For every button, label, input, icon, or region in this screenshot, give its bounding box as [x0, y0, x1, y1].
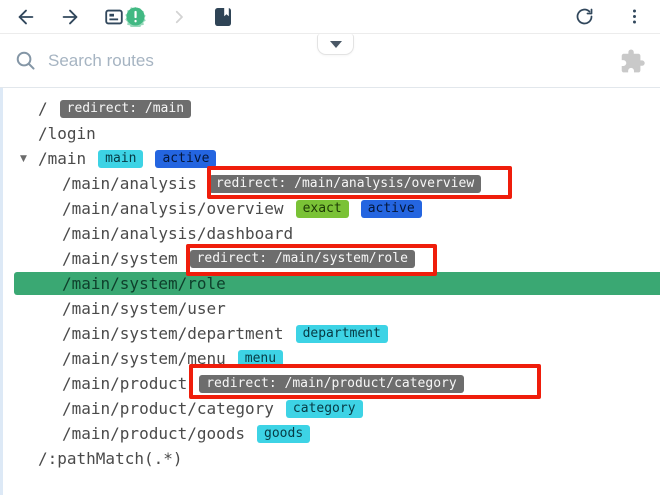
route-badge-cyan: main [98, 149, 144, 168]
route-row[interactable]: /main/system/menu menu [0, 346, 660, 371]
route-tree: / redirect: /main/login ▼ /main main active/m… [0, 88, 660, 471]
route-row[interactable]: /main/system redirect: /main/system/role [0, 246, 660, 271]
route-row[interactable]: /:pathMatch(.*) [0, 446, 660, 471]
route-path: /main/analysis/dashboard [62, 224, 294, 243]
search-input[interactable] [48, 50, 610, 71]
route-badge-redirect: redirect: /main/product/category [199, 374, 464, 393]
dropdown-caret-icon [329, 40, 342, 48]
route-path: /login [38, 124, 96, 143]
route-row[interactable]: /main/analysis redirect: /main/analysis/o… [0, 171, 660, 196]
back-icon[interactable] [14, 5, 38, 29]
toolbar-right-group [572, 5, 646, 29]
route-badge-cyan: goods [257, 424, 311, 443]
route-row[interactable]: / redirect: /main [0, 96, 660, 121]
route-badge-blue: active [155, 149, 217, 168]
route-badge-redirect: redirect: /main/system/role [189, 249, 415, 268]
route-badge-cyan: category [285, 399, 363, 418]
refresh-icon[interactable] [572, 5, 596, 29]
route-row[interactable]: ▼ /main main active [0, 146, 660, 171]
puzzle-icon[interactable] [618, 47, 646, 75]
toolbar [0, 0, 660, 34]
route-row[interactable]: /main/system/department department [0, 321, 660, 346]
route-path: /main/system/department [62, 324, 284, 343]
route-badge-cyan: menu [237, 349, 284, 368]
route-badge-redirect: redirect: /main [59, 99, 192, 118]
route-path: /main/analysis [62, 174, 197, 193]
route-path: /main/product/goods [62, 424, 246, 443]
search-icon [14, 49, 37, 72]
toolbar-left-group [14, 5, 235, 29]
route-badge-redirect: redirect: /main/analysis/overview [208, 174, 482, 193]
route-badge-green: exact [295, 199, 349, 218]
route-path: /main/product [62, 374, 188, 393]
devtools-panel-icon [102, 5, 126, 29]
route-path: / [38, 99, 48, 118]
route-path: /main/product/category [62, 399, 274, 418]
route-row[interactable]: /main/system/user [0, 296, 660, 321]
route-row[interactable]: /main/product/category category [0, 396, 660, 421]
route-badge-blue: active [360, 199, 422, 218]
more-menu-icon[interactable] [622, 5, 646, 29]
route-row[interactable]: /main/product redirect: /main/product/cat… [0, 371, 660, 396]
chevron-right-icon [167, 5, 191, 29]
route-row[interactable]: /main/analysis/dashboard [0, 221, 660, 246]
route-row[interactable]: /main/analysis/overview exact active [0, 196, 660, 221]
reading-list-icon[interactable] [211, 5, 235, 29]
tree-collapse-caret-icon[interactable]: ▼ [20, 153, 27, 164]
route-row[interactable]: /main/product/goods goods [0, 421, 660, 446]
route-path: /:pathMatch(.*) [38, 449, 183, 468]
route-path: /main/system/user [62, 299, 226, 318]
route-path: /main/system/menu [62, 349, 226, 368]
panel-dropdown-tab[interactable] [317, 34, 354, 55]
forward-icon[interactable] [58, 5, 82, 29]
devtools-extension-group[interactable] [102, 5, 147, 29]
route-path: /main/analysis/overview [62, 199, 284, 218]
route-row[interactable]: /main/system/role [0, 271, 660, 296]
route-row[interactable]: /login [0, 121, 660, 146]
route-badge-cyan: department [295, 324, 388, 343]
route-path: /main/system [62, 249, 178, 268]
notification-seal-icon [123, 5, 147, 29]
route-path: /main/system/role [62, 274, 226, 293]
route-path: /main [38, 149, 87, 168]
panel-left-edge [0, 34, 3, 495]
